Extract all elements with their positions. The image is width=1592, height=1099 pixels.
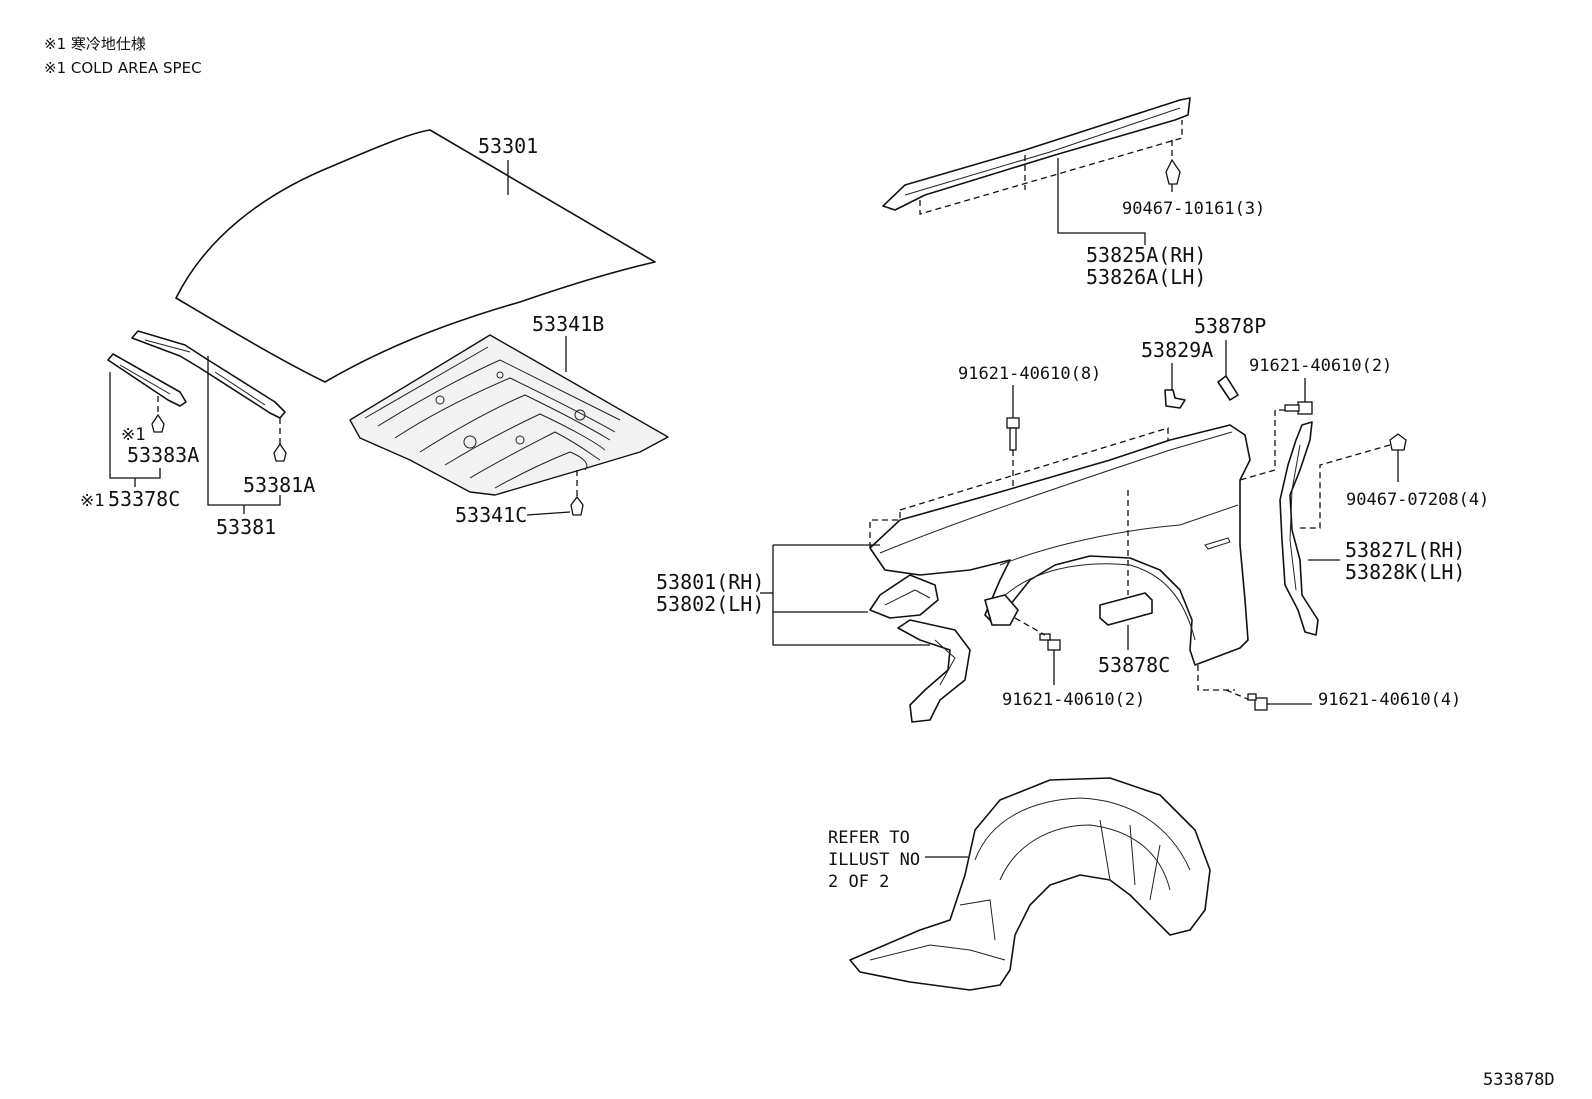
front-fender [869, 424, 1251, 666]
bolt-bottom-left-dash [1014, 617, 1046, 636]
label-hood: 53301 [478, 134, 538, 158]
hood-insulator [349, 334, 669, 496]
insulator-clip-leader [526, 511, 571, 516]
label-seal-set-mark: ※1 [80, 491, 104, 511]
note-cold-area-jp: ※1 寒冷地仕様 [44, 35, 146, 53]
bolt-bottom-left [1039, 633, 1061, 651]
illustration-id: 533878D [1483, 1070, 1555, 1090]
fender-dash-left [869, 510, 901, 548]
fender-dash-bottom-2 [1225, 689, 1251, 701]
cushion-53878p [1217, 375, 1239, 401]
note-cold-area-en: ※1 COLD AREA SPEC [44, 59, 202, 77]
bolt-top [1006, 417, 1020, 451]
label-refer-line2: ILLUST NO [828, 850, 920, 870]
label-hood-seal: 53381 [216, 515, 276, 539]
bolt-right [1284, 401, 1313, 415]
bolt-right-dash [1239, 409, 1285, 481]
fender-bracket-lower [897, 619, 971, 723]
clip-right-dash [1300, 444, 1391, 529]
label-cushion-p: 53878P [1194, 314, 1266, 338]
label-cushion-c: 53878C [1098, 653, 1170, 677]
label-liner-lh: 53828K(LH) [1345, 560, 1465, 584]
label-bolt-right: 91621-40610(2) [1249, 356, 1392, 376]
label-seal: 53383A [127, 443, 199, 467]
seal-clip-53383a [151, 413, 165, 433]
label-bolt-bottom-4: 91621-40610(4) [1318, 690, 1461, 710]
fender-seal-bracket [1057, 158, 1146, 245]
label-insulator-clip: 53341C [455, 503, 527, 527]
label-seal-set: 53378C [108, 487, 180, 511]
fender-dash-top [899, 427, 1169, 511]
label-bolt-top: 91621-40610(8) [958, 364, 1101, 384]
label-fender-rh: 53801(RH) [656, 570, 764, 594]
hood-panel [175, 129, 656, 383]
spacer-53829a [1164, 389, 1186, 409]
cold-area-seal [107, 353, 187, 407]
label-bolt-bottom-2: 91621-40610(2) [1002, 690, 1145, 710]
fender-top-seal [882, 97, 1191, 211]
cushion-53878c [1099, 592, 1153, 626]
hood-seal-clip [273, 442, 287, 462]
label-fender-seal-rh: 53825A(RH) [1086, 243, 1206, 267]
label-fender-lh: 53802(LH) [656, 592, 764, 616]
label-refer-line3: 2 OF 2 [828, 872, 889, 892]
label-clip-right: 90467-07208(4) [1346, 490, 1489, 510]
clip-right [1389, 433, 1407, 451]
fender-bracket-line [772, 545, 930, 646]
bolt-bottom-right [1247, 693, 1268, 711]
label-hood-insulator: 53341B [532, 312, 604, 336]
wheel-liner [849, 777, 1211, 991]
fender-seal-dash [919, 120, 1183, 215]
label-refer-line1: REFER TO [828, 828, 910, 848]
fender-front-bracket [984, 594, 1019, 626]
fender-bracket-upper [869, 574, 939, 619]
label-liner-rh: 53827L(RH) [1345, 538, 1465, 562]
fender-dash-bottom [1197, 665, 1235, 691]
fender-liner [1279, 421, 1319, 636]
label-fender-seal-lh: 53826A(LH) [1086, 265, 1206, 289]
label-hood-seal-clip: 53381A [243, 473, 315, 497]
label-fender-seal-clip: 90467-10161(3) [1122, 199, 1265, 219]
insulator-clip [570, 495, 584, 516]
label-seal-mark: ※1 [121, 425, 145, 445]
label-spacer: 53829A [1141, 338, 1213, 362]
fender-seal-clip [1165, 158, 1181, 185]
hood-to-radiator-seal [131, 330, 286, 419]
